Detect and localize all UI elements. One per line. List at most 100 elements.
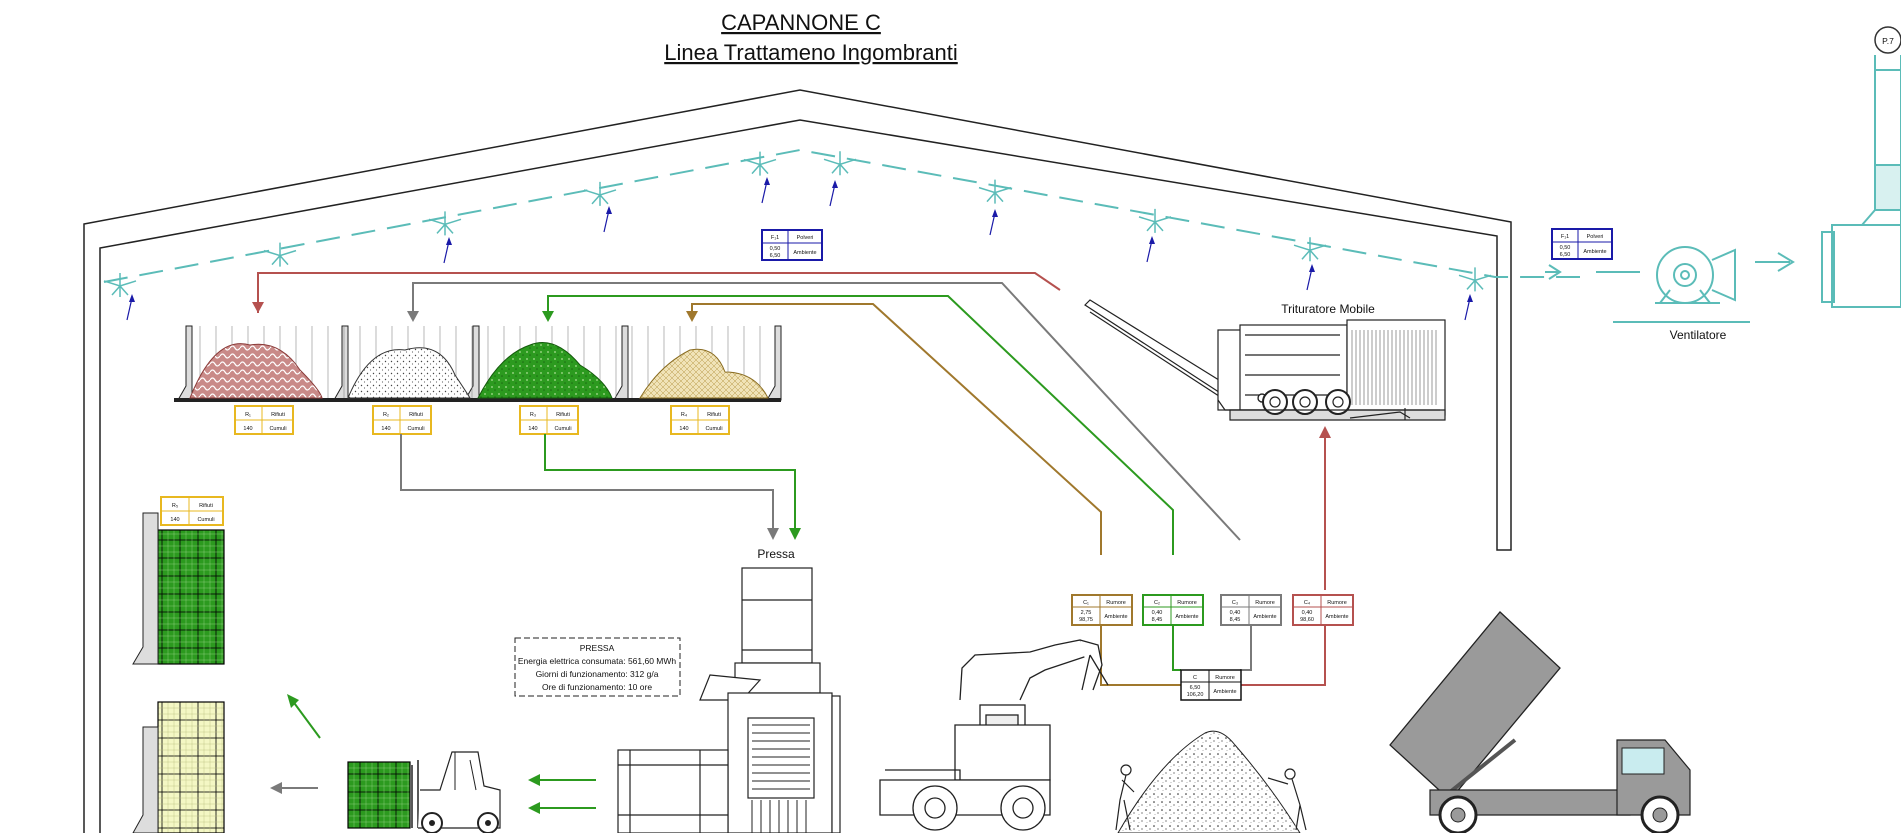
tag-value: 140: [679, 426, 688, 432]
tag-value: 140: [381, 426, 390, 432]
building-outline: [83, 89, 1512, 833]
tag-value: 98,60: [1300, 617, 1314, 623]
press-label: Pressa: [757, 547, 795, 561]
movement-arrows: [270, 694, 596, 814]
mobile-shredder: [1084, 299, 1446, 421]
spray-arrow-icon: [761, 177, 770, 204]
tag-type: Polveri: [797, 235, 814, 241]
tag-value: 140: [243, 426, 252, 432]
tag-value: 140: [528, 426, 537, 432]
tag-value: 6,50: [770, 253, 781, 259]
spray-arrow-icon: [829, 180, 838, 207]
tag-id: F₁1: [771, 235, 779, 241]
sprinkler-nozzle-icon: [823, 151, 857, 176]
sprinkler-nozzles: [103, 151, 1492, 297]
tag-state: Cumuli: [197, 517, 214, 523]
tag-id: F₁1: [1561, 234, 1569, 240]
tag-type: Polveri: [1587, 234, 1604, 240]
bunker-wall-post: [177, 325, 193, 401]
tag-type: Rumore: [1177, 600, 1197, 606]
tag-id: C₂: [1154, 600, 1160, 606]
spray-arrow-icon: [603, 206, 612, 233]
tag-state: Cumuli: [269, 426, 286, 432]
spray-arrow-icon: [989, 209, 998, 236]
spray-arrows: [126, 177, 1473, 321]
tag-value: 0,50: [1560, 245, 1571, 251]
bunker-wall-post: [333, 325, 349, 401]
pile-tag: R₂ Rifiuti 140 Cumuli: [372, 405, 432, 435]
shredder-label: Trituratore Mobile: [1281, 302, 1375, 316]
waste-pile-tan: [639, 348, 769, 399]
tag-type: Rumore: [1215, 675, 1235, 681]
press-info-box: PRESSA Energia elettrica consumata: 561,…: [514, 637, 681, 697]
tag-id: R₂: [383, 412, 389, 418]
sprinkler-nozzle-icon: [583, 181, 617, 206]
sprinkler-nozzle-icon: [1458, 267, 1492, 292]
tag-env: Ambiente: [1104, 614, 1127, 620]
baling-press: [617, 567, 841, 833]
spray-arrow-icon: [126, 294, 135, 321]
tag-env: Ambiente: [1175, 614, 1198, 620]
tag-id: R₄: [681, 412, 688, 418]
tag-state: Cumuli: [705, 426, 722, 432]
sprinkler-nozzle-icon: [103, 272, 137, 297]
sprinkler-nozzle-icon: [743, 151, 777, 176]
spray-arrow-icon: [1146, 236, 1155, 263]
waste-pile-gray: [347, 347, 471, 399]
tag-id: R₅: [172, 503, 178, 509]
tag-id: R₁: [245, 412, 251, 418]
tag-env: Ambiente: [793, 250, 816, 256]
forklift: [347, 751, 501, 833]
worker-figure: [1115, 764, 1135, 831]
tag-type: Rumore: [1327, 600, 1347, 606]
tag-type: Rifiuti: [409, 412, 423, 418]
tag-value: 6,50: [1560, 252, 1571, 258]
sprinkler-nozzle-icon: [263, 242, 297, 267]
diagram-title: CAPANNONE C: [721, 10, 881, 35]
wheel-icon: [1262, 389, 1288, 415]
spray-arrow-icon: [1464, 294, 1473, 321]
tag-id: R₃: [530, 412, 536, 418]
press-info-hours: Ore di funzionamento: 10 ore: [542, 682, 652, 692]
sprinkler-nozzle-icon: [1293, 237, 1327, 262]
tag-type: Rumore: [1106, 600, 1126, 606]
tag-id: C: [1193, 675, 1197, 681]
tag-type: Rifiuti: [271, 412, 285, 418]
waste-pile-red: [189, 343, 323, 399]
tag-state: Cumuli: [554, 426, 571, 432]
exhaust-stack: [1821, 26, 1901, 308]
ventilator: [1545, 246, 1795, 323]
pile-tag: R₁ Rifiuti 140 Cumuli: [234, 405, 294, 435]
tag-id: C₃: [1232, 600, 1238, 606]
tag-env: Ambiente: [1253, 614, 1276, 620]
emission-tag-vent: F₁1 Polveri 0,50 6,50 Ambiente: [1551, 228, 1613, 260]
tag-id: C₄: [1304, 600, 1311, 606]
sprinkler-line: [103, 148, 1580, 283]
tag-env: Ambiente: [1583, 249, 1606, 255]
tag-value: 0,40: [1302, 610, 1313, 616]
grapple-excavator: [879, 639, 1109, 831]
flow-lines: [252, 272, 1331, 686]
wheel-icon: [1292, 389, 1318, 415]
diagram-subtitle: Linea Trattameno Ingombranti: [664, 40, 958, 65]
tag-state: Cumuli: [407, 426, 424, 432]
wheel-icon: [1325, 389, 1351, 415]
spray-arrow-icon: [1306, 264, 1315, 291]
tag-value: 8,45: [1230, 617, 1241, 623]
worker-figure: [1267, 768, 1307, 831]
tag-value: 0,50: [770, 246, 781, 252]
tag-type: Rifiuti: [199, 503, 213, 509]
tag-env: Ambiente: [1325, 614, 1348, 620]
press-info-title: PRESSA: [580, 643, 615, 653]
waste-pile-green: [477, 342, 613, 399]
storage-bunkers: [174, 325, 782, 402]
tag-value: 140: [170, 517, 179, 523]
